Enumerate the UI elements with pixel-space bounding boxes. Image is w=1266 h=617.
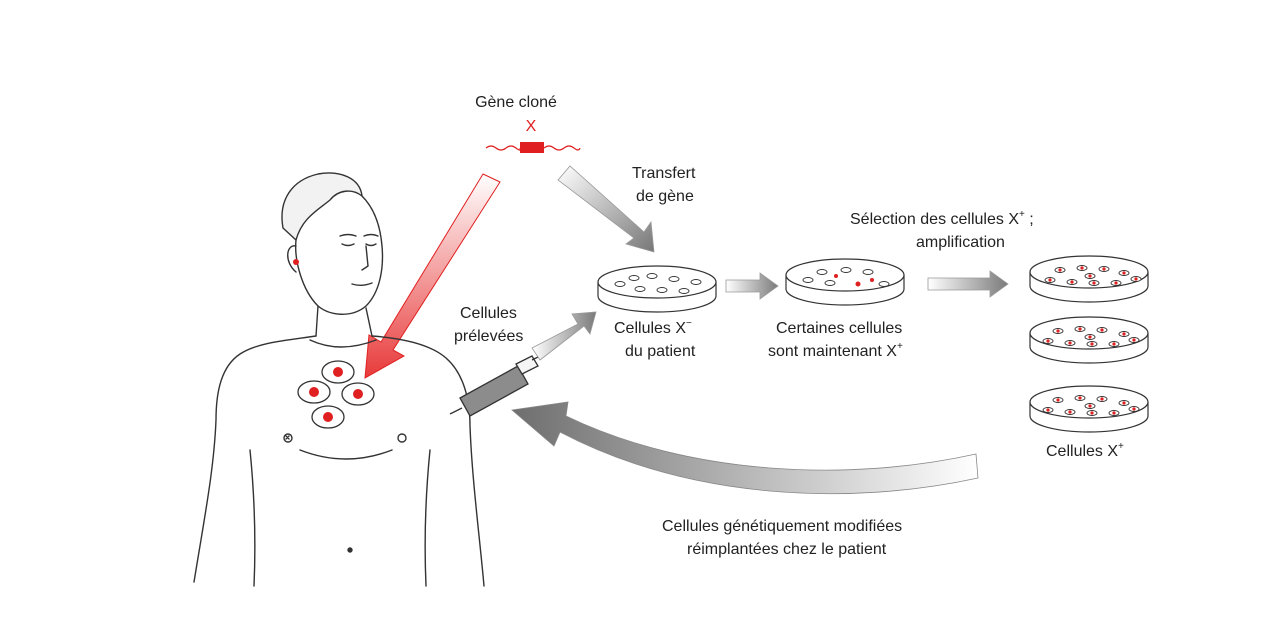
reimplant-arrow: [512, 402, 978, 494]
syringe-barrel: [460, 366, 528, 416]
ear: [288, 246, 296, 272]
dish-xplus-2: [1030, 317, 1148, 363]
arrow-to-dish2: [726, 273, 778, 299]
cloned-gene: Gène cloné X: [475, 94, 580, 153]
gene-x-segment: [520, 142, 544, 153]
collarbone: [310, 340, 376, 347]
gene-name: X: [526, 118, 537, 135]
right-side: [372, 336, 484, 586]
chest-line: [300, 450, 392, 459]
syringe: [450, 352, 548, 416]
nipple-left: [286, 436, 289, 439]
site-left-dot: [309, 387, 319, 397]
some-cells-label-2: sont maintenant X+: [768, 341, 903, 360]
brow-left: [340, 235, 356, 237]
dish-xplus-3: [1030, 386, 1148, 432]
nipple-right-ring: [398, 434, 406, 442]
nose: [362, 246, 368, 270]
left-arm-line: [250, 450, 255, 586]
selection-label-2: amplification: [916, 234, 1005, 251]
syringe-needle: [450, 408, 462, 414]
brow-right: [364, 235, 378, 237]
ear-spot: [293, 259, 299, 265]
some-cells-label-1: Certaines cellules: [776, 320, 902, 337]
transfer-label-2: de gène: [636, 188, 694, 205]
dish-patient: [598, 266, 716, 312]
navel: [348, 548, 352, 552]
dna-strand-left: [486, 146, 520, 150]
eye-left: [342, 244, 354, 246]
reimplant-label-1: Cellules génétiquement modifiées: [662, 518, 902, 535]
harvest-label-1: Cellules: [460, 305, 517, 322]
eye-right: [366, 244, 376, 246]
selection-label-1: Sélection des cellules X+ ;: [850, 209, 1034, 228]
gene-title: Gène cloné: [475, 94, 557, 111]
site-bottom-dot: [323, 412, 333, 422]
dish-transfected: [786, 259, 904, 305]
right-arm-line: [425, 450, 430, 586]
hair: [282, 173, 362, 240]
red-injection-arrow: [365, 174, 500, 378]
reimplant-label-2: réimplantées chez le patient: [687, 541, 887, 558]
patient-cells-label-1: Cellules X−: [614, 318, 692, 337]
selection-arrow: [928, 271, 1008, 297]
patient-cells-label-2: du patient: [625, 343, 696, 360]
harvest-arrow: [532, 312, 596, 360]
transfer-label-1: Transfert: [632, 165, 696, 182]
dna-strand-right: [544, 146, 580, 150]
site-right-dot: [353, 389, 363, 399]
mouth: [352, 283, 372, 285]
neck-left: [316, 306, 318, 336]
site-top-dot: [333, 367, 343, 377]
dish-xplus-1: [1030, 256, 1148, 302]
harvest-label-2: prélevées: [454, 328, 523, 345]
injection-sites: [298, 361, 374, 428]
xplus-cells-label: Cellules X+: [1046, 441, 1124, 460]
neck-right: [366, 308, 372, 336]
